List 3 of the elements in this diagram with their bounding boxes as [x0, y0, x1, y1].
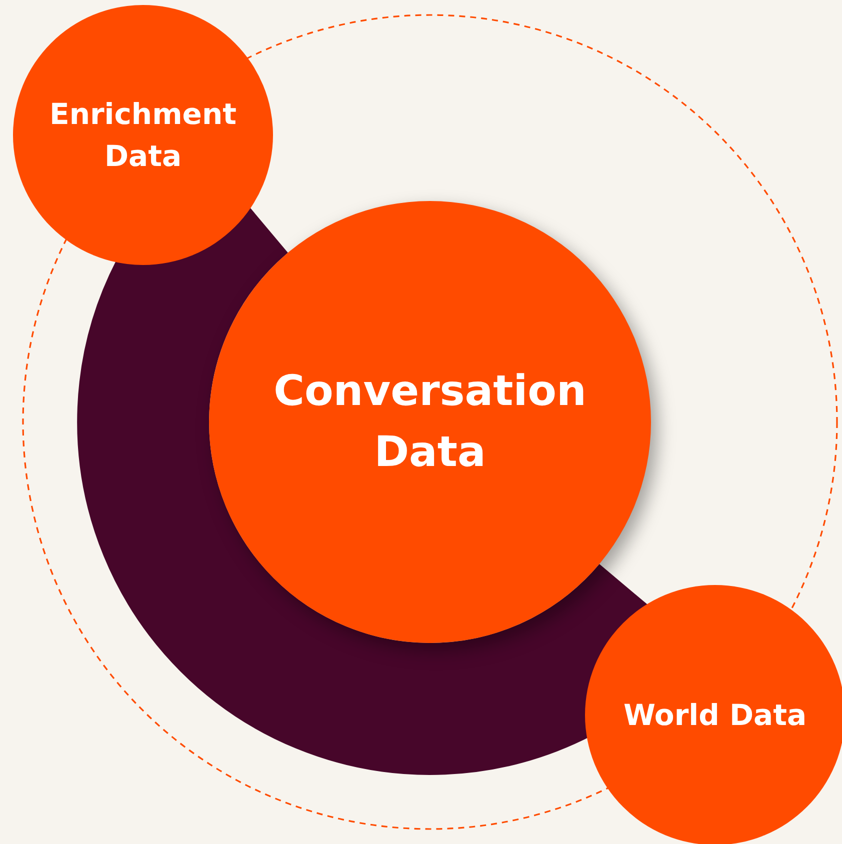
node-label: World Data	[623, 696, 807, 734]
node-label: Conversation Data	[272, 365, 588, 478]
node-label: Enrichment Data	[48, 96, 238, 175]
